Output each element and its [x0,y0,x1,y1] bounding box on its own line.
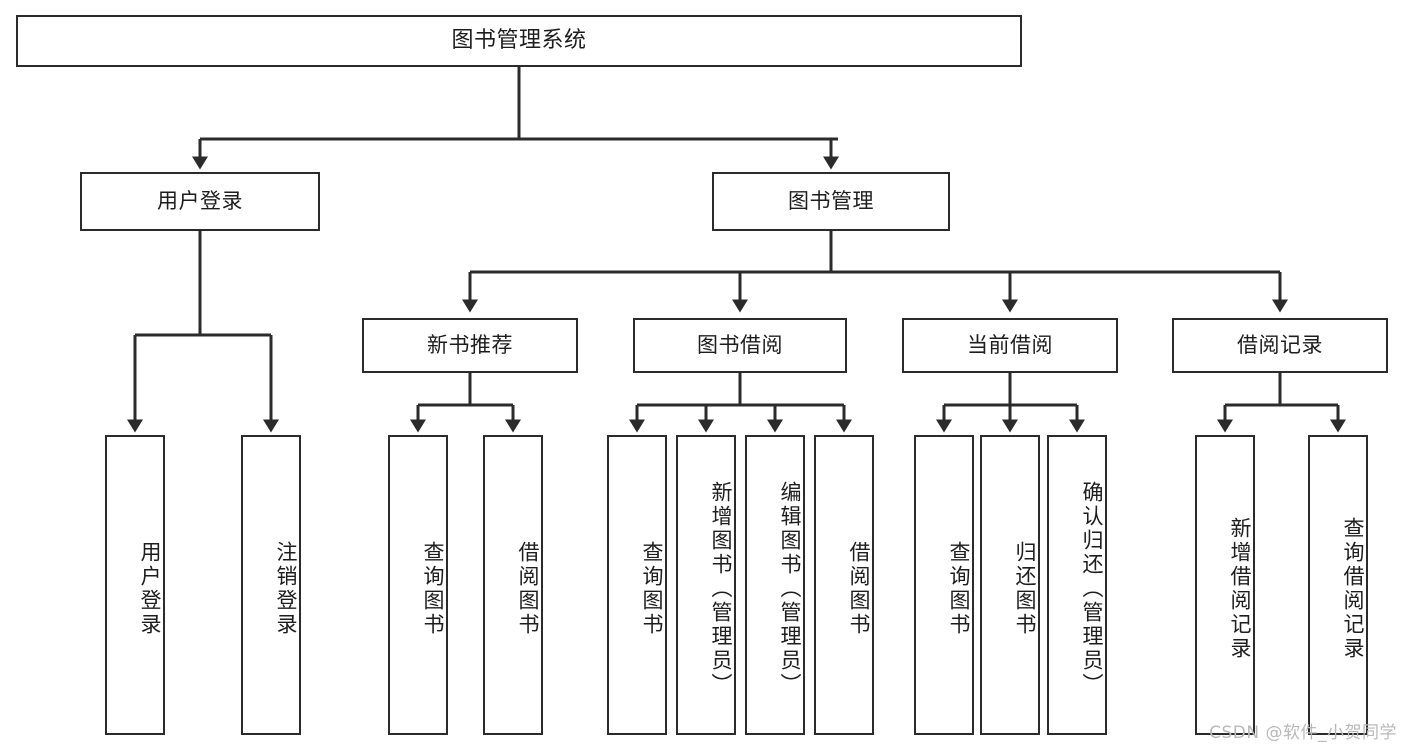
leaf-record-add-record[interactable]: 新增借阅记录 [1195,435,1255,735]
leaf-label: 借阅图书 [847,541,871,637]
leaf-recommend-query-book[interactable]: 查询图书 [388,435,448,735]
leaf-current-confirm-return-admin[interactable]: 确认归还（管理员） [1047,435,1107,735]
leaf-label: 注销登录 [274,541,298,637]
leaf-label: 借阅图书 [516,541,540,637]
leaf-label: 归还图书 [1013,541,1037,637]
leaf-label: 查询图书 [421,541,445,637]
leaf-label: 查询图书 [640,541,664,637]
leaf-label: 新增图书（管理员） [709,481,733,697]
leaf-borrow-borrow-book[interactable]: 借阅图书 [814,435,874,735]
node-book-borrow[interactable]: 图书借阅 [633,318,847,373]
leaf-borrow-edit-book-admin[interactable]: 编辑图书（管理员） [745,435,805,735]
leaf-current-return-book[interactable]: 归还图书 [980,435,1040,735]
leaf-current-query-book[interactable]: 查询图书 [914,435,974,735]
leaf-user-login-login[interactable]: 用户登录 [105,435,165,735]
node-root-book-management-system[interactable]: 图书管理系统 [16,15,1022,67]
leaf-record-query-record[interactable]: 查询借阅记录 [1308,435,1368,735]
leaf-user-login-logout[interactable]: 注销登录 [241,435,301,735]
leaf-label: 查询借阅记录 [1341,517,1365,661]
leaf-label: 用户登录 [138,541,162,637]
node-borrow-record[interactable]: 借阅记录 [1172,318,1388,373]
node-user-login[interactable]: 用户登录 [80,172,320,231]
csdn-watermark: CSDN @软件_小贺同学 [1209,723,1397,743]
node-current-borrow[interactable]: 当前借阅 [902,318,1118,373]
leaf-borrow-query-book[interactable]: 查询图书 [607,435,667,735]
leaf-recommend-borrow-book[interactable]: 借阅图书 [483,435,543,735]
leaf-label: 编辑图书（管理员） [778,481,802,697]
node-book-management[interactable]: 图书管理 [712,172,950,231]
node-new-book-recommend[interactable]: 新书推荐 [362,318,578,373]
leaf-label: 查询图书 [947,541,971,637]
leaf-label: 新增借阅记录 [1228,517,1252,661]
leaf-label: 确认归还（管理员） [1080,481,1104,697]
leaf-borrow-add-book-admin[interactable]: 新增图书（管理员） [676,435,736,735]
